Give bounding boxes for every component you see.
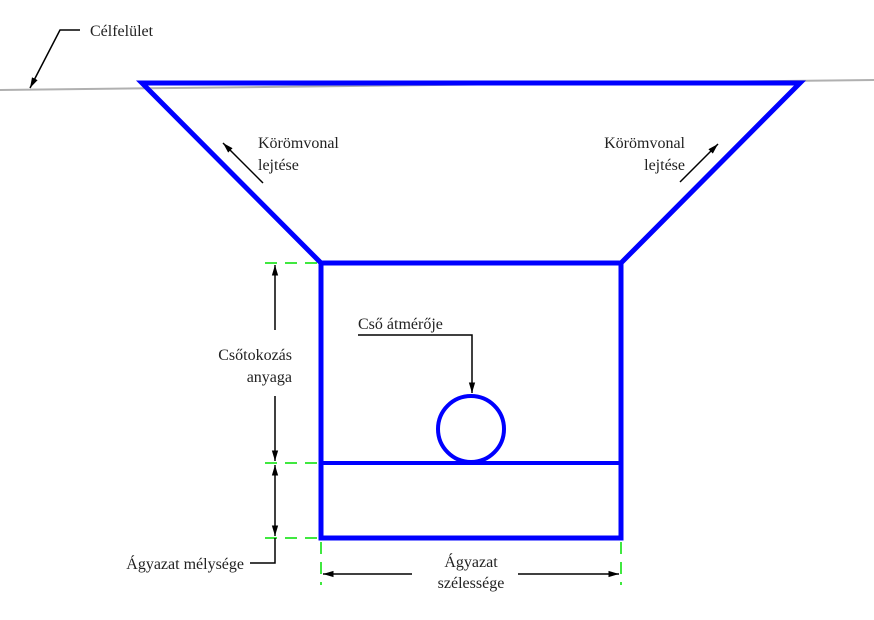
pipe-diameter-label: Cső átmérője	[358, 316, 443, 333]
slope-left-label-2: lejtése	[258, 157, 299, 174]
slope-left-arrow	[222, 142, 264, 184]
bedding-width-label-1: Ágyazat	[444, 552, 498, 571]
encasement-label-1: Csőtokozás	[218, 347, 292, 364]
trench-slope-outline	[135, 80, 807, 265]
pipe-diameter-leader	[358, 334, 476, 393]
slope-right-label-1: Körömvonal	[604, 135, 685, 152]
trench-box	[318, 260, 624, 541]
bedding-width-label-2: szélessége	[438, 575, 505, 592]
target-surface-label: Célfelület	[90, 23, 154, 40]
encasement-label-2: anyaga	[247, 369, 292, 386]
slope-right-label-2: lejtése	[644, 157, 685, 174]
bedding-depth-label: Ágyazat mélysége	[126, 554, 244, 573]
slope-left-label-1: Körömvonal	[258, 135, 339, 152]
dimension-guides	[265, 262, 622, 585]
pipe-circle	[436, 394, 506, 464]
slope-right-arrow	[679, 143, 719, 183]
bedding-depth-leader	[250, 538, 276, 564]
target-surface-leader	[29, 29, 80, 89]
